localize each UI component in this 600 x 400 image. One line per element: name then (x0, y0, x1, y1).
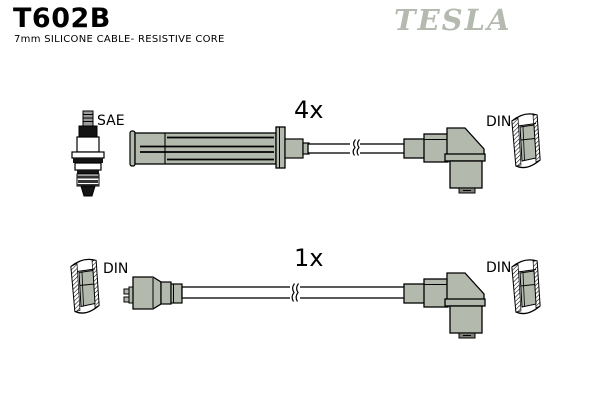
cable-spec-subtitle: 7mm SILICONE CABLE- RESISTIVE CORE (14, 34, 225, 45)
tesla-logo: TESLA (394, 3, 512, 37)
din-label-bottom-right: DIN (486, 260, 511, 276)
din-terminal-icon-bottom-right (511, 259, 541, 315)
distributor-boot-icon (123, 276, 183, 310)
cable-break-icon-top (350, 139, 360, 156)
spark-plug-icon (71, 110, 105, 197)
spark-plug-boot-icon (129, 126, 310, 169)
assembly-spark-plug-cable: SAE 4x (71, 96, 541, 197)
din-terminal-icon-top-right (511, 113, 541, 169)
part-number: T602B (13, 3, 111, 34)
assembly-coil-cable: DIN 1x DIN (70, 244, 541, 339)
din-label-top-right: DIN (486, 114, 511, 130)
angled-boot-icon-top (403, 127, 486, 194)
cable-break-icon-bottom (290, 283, 300, 302)
din-label-bottom-left: DIN (103, 261, 128, 277)
angled-boot-icon-bottom (403, 272, 486, 339)
quantity-label-bottom: 1x (294, 244, 323, 272)
din-terminal-icon-bottom-left (70, 258, 100, 314)
sae-label: SAE (97, 113, 125, 129)
quantity-label-top: 4x (294, 96, 323, 124)
